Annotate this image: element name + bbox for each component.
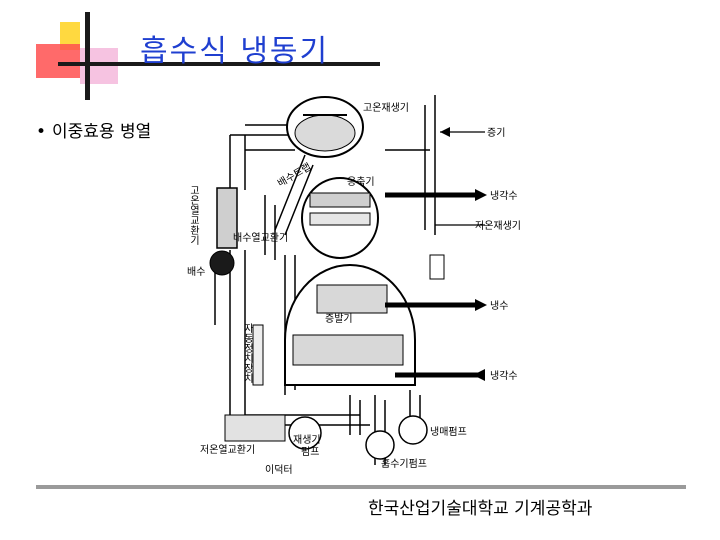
label-refrigerant-pump: 냉매펌프 [430,426,467,438]
label-regen-pump-2: 펌프 [301,446,319,458]
decor-yellow-square [60,22,80,50]
label-low-temp-generator: 저온재생기 [475,220,521,232]
footer-divider [36,485,686,489]
absorption-chiller-diagram: 고온재생기 증기 배수트랩 응축기 냉각수 고온열교환기 배수열교환기 저온재생… [187,95,521,476]
evaporator-absorber-shell [284,264,416,386]
label-cooling-water-in: 냉각수 [490,370,518,382]
evaporator-coil [316,284,388,314]
auto-dilution-device [252,324,264,386]
bullet-text: 이중효용 병열 [52,122,152,142]
label-evaporator: 증발기 [325,313,353,325]
label-chilled-water: 냉수 [490,300,508,312]
condenser-coil [309,192,371,208]
label-drain: 배수 [187,266,205,278]
footer-text: 한국산업기술대학교 기계공학과 [368,499,593,519]
regen-pump-icon [288,416,322,450]
refrigerant-pump-icon [398,415,428,445]
label-drain-trap: 배수트랩 [276,161,314,190]
label-high-temp-heat-exchanger: 고온열교환기 [188,185,200,246]
label-regen-pump-1: 재생기 [293,434,321,446]
high-temp-heat-exchanger-box [216,187,238,249]
decor-red-square [36,44,80,78]
label-drain-heat-exchanger: 배수열교환기 [233,232,288,244]
label-ejector: 이덕터 [265,464,293,476]
label-high-temp-generator: 고온재생기 [363,102,409,114]
level-gauge [429,254,445,280]
absorber-coil [292,334,404,366]
label-cooling-water-out: 냉각수 [490,190,518,202]
decor-vertical-line [85,12,90,100]
label-low-temp-heat-exchanger: 저온열교환기 [200,444,255,456]
bullet-item: •이중효용 병열 [36,117,151,142]
decor-horizontal-line [58,62,380,66]
bullet-dot-icon: • [36,122,47,142]
absorbent-pump-icon [365,430,395,460]
drain-valve-icon [209,250,235,276]
label-absorbent-pump: 흡수기펌프 [381,457,427,470]
label-auto-dilution: 자동정치장치 [242,323,254,384]
label-steam: 증기 [487,127,505,139]
label-condenser: 응축기 [347,176,375,188]
low-temp-heat-exchanger-box [224,414,286,442]
low-temp-generator-coil [309,212,371,226]
slide-title: 흡수식 냉동기 [140,34,330,69]
